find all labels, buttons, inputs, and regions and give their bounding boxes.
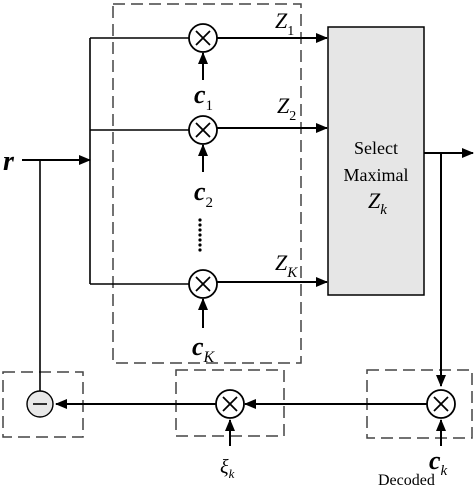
select-maximal-block	[327, 26, 425, 296]
decoded-label: Decoded	[378, 472, 435, 486]
decoded-code-multiplier	[426, 389, 456, 419]
zk-label: ZK	[275, 250, 298, 281]
decoded-code-label: ck	[429, 446, 448, 479]
input-label: r	[3, 146, 15, 177]
selector-line2: Maximal	[344, 165, 409, 185]
correlator-bank-box	[112, 3, 302, 364]
code-k-label: cK	[192, 332, 216, 366]
multiplier-k	[188, 269, 218, 299]
code-1-label: c1	[194, 80, 213, 114]
z2-label: Z2	[277, 93, 296, 124]
selector-zk-label: Zk	[368, 188, 387, 218]
z1-label: Z1	[275, 8, 294, 39]
code-2-label: c2	[194, 177, 213, 211]
multiplier-1	[188, 23, 218, 53]
vertical-ellipsis	[198, 218, 202, 252]
amplitude-multiplier	[215, 389, 245, 419]
multiplier-2	[188, 115, 218, 145]
subtractor	[26, 390, 54, 418]
selector-line1: Select	[354, 138, 398, 158]
amplitude-label: ξk	[220, 456, 235, 481]
